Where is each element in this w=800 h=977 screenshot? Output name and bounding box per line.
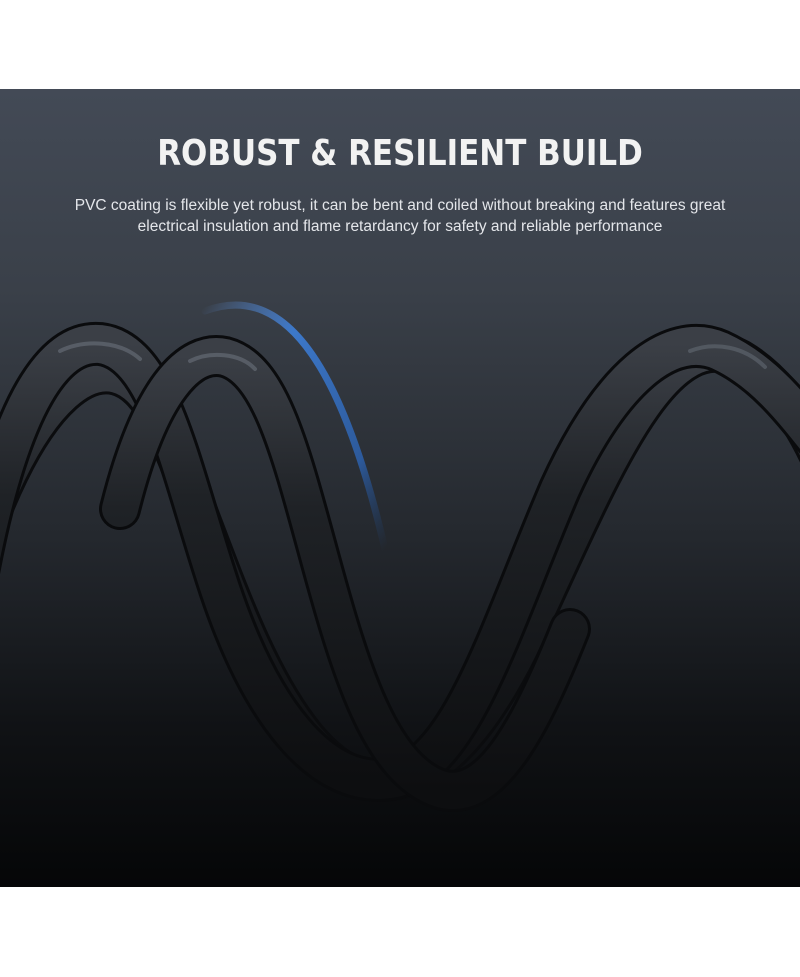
blue-highlight-arc — [201, 301, 389, 553]
cable-strand-front — [0, 321, 800, 802]
description: PVC coating is flexible yet robust, it c… — [60, 195, 740, 237]
feature-banner: ROBUST & RESILIENT BUILD PVC coating is … — [0, 89, 800, 887]
headline: ROBUST & RESILIENT BUILD — [157, 133, 643, 174]
cable-strand-back — [0, 332, 800, 802]
coiled-cable-image — [0, 301, 800, 812]
description-line-2: electrical insulation and flame retardan… — [137, 218, 663, 235]
description-line-1: PVC coating is flexible yet robust, it c… — [74, 197, 726, 214]
